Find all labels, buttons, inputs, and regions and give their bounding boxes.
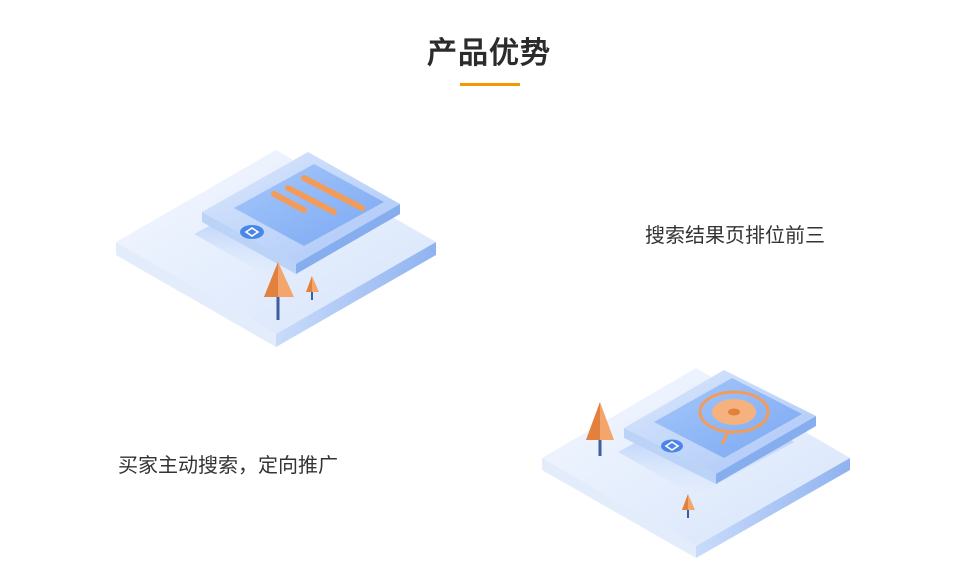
targeted-search-illustration <box>542 368 850 558</box>
search-ranking-illustration <box>116 150 436 347</box>
feature-targeting-text: 买家主动搜索，定向推广 <box>118 453 338 477</box>
title-underline <box>460 83 520 86</box>
section-title: 产品优势 <box>427 36 551 71</box>
feature-ranking-text: 搜索结果页排位前三 <box>645 223 825 247</box>
